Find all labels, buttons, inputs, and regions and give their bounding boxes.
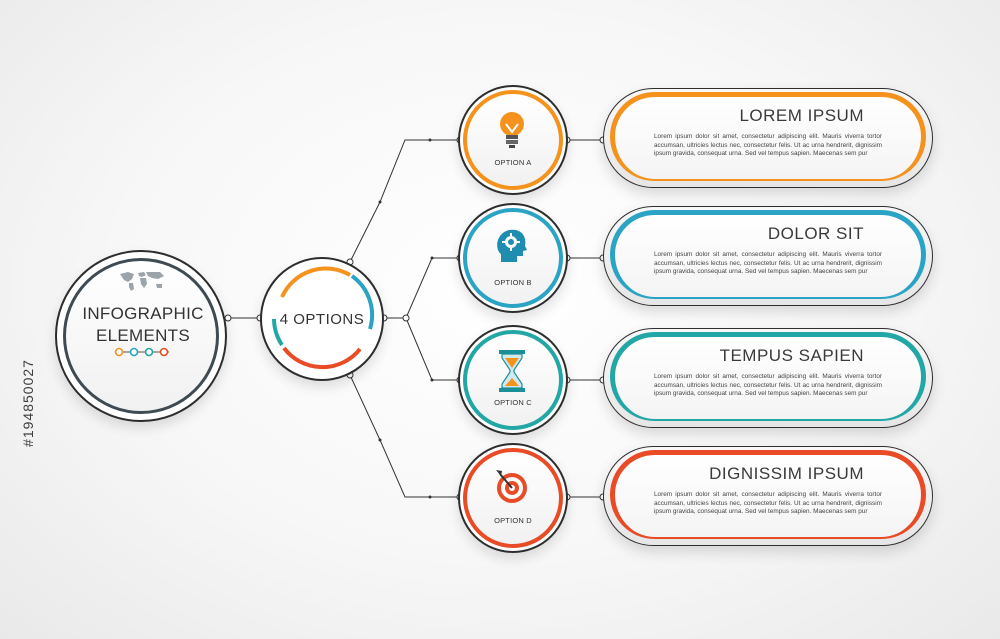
option-a-card-inner (610, 92, 926, 181)
option-d-circle[interactable] (458, 443, 568, 553)
option-d-text: Lorem ipsum dolor sit amet, consectetur … (654, 491, 882, 516)
head-gear-icon (497, 229, 527, 262)
option-b-card-inner (610, 210, 926, 299)
hub-color-ring (272, 266, 375, 370)
option-b-label: OPTION B (494, 278, 532, 287)
timeline-dots-icon (114, 347, 169, 357)
option-a-text: Lorem ipsum dolor sit amet, consectetur … (654, 133, 882, 158)
option-c-label: OPTION C (494, 398, 532, 407)
option-d-ring (463, 448, 563, 548)
option-c-card: TEMPUS SAPIEN Lorem ipsum dolor sit amet… (603, 328, 933, 428)
option-b-card: DOLOR SIT Lorem ipsum dolor sit amet, co… (603, 206, 933, 306)
main-title-circle (55, 250, 227, 422)
option-c-text: Lorem ipsum dolor sit amet, consectetur … (654, 373, 882, 398)
world-map-icon (120, 272, 164, 291)
option-b-title: DOLOR SIT (767, 224, 864, 243)
option-d-label: OPTION D (494, 516, 532, 525)
option-d-title: DIGNISSIM IPSUM (709, 464, 864, 483)
main-title-line1: INFOGRAPHIC (82, 304, 204, 323)
option-a-card: LOREM IPSUM Lorem ipsum dolor sit amet, … (603, 88, 933, 188)
hourglass-icon (499, 350, 525, 392)
hub-label: 4 OPTIONS (279, 311, 365, 328)
target-icon (496, 470, 527, 503)
option-a-title: LOREM IPSUM (739, 106, 864, 125)
main-title: INFOGRAPHIC ELEMENTS (58, 303, 228, 347)
option-d-card-inner (610, 450, 926, 539)
main-title-line2: ELEMENTS (95, 326, 191, 345)
option-d-card: DIGNISSIM IPSUM Lorem ipsum dolor sit am… (603, 446, 933, 546)
option-a-label: OPTION A (494, 158, 532, 167)
option-c-card-inner (610, 332, 926, 421)
stock-id-watermark: #194850027 (20, 359, 36, 447)
option-c-title: TEMPUS SAPIEN (719, 346, 864, 365)
option-b-text: Lorem ipsum dolor sit amet, consectetur … (654, 251, 882, 276)
hub-circle (260, 257, 384, 381)
light-bulb-icon (500, 112, 524, 148)
